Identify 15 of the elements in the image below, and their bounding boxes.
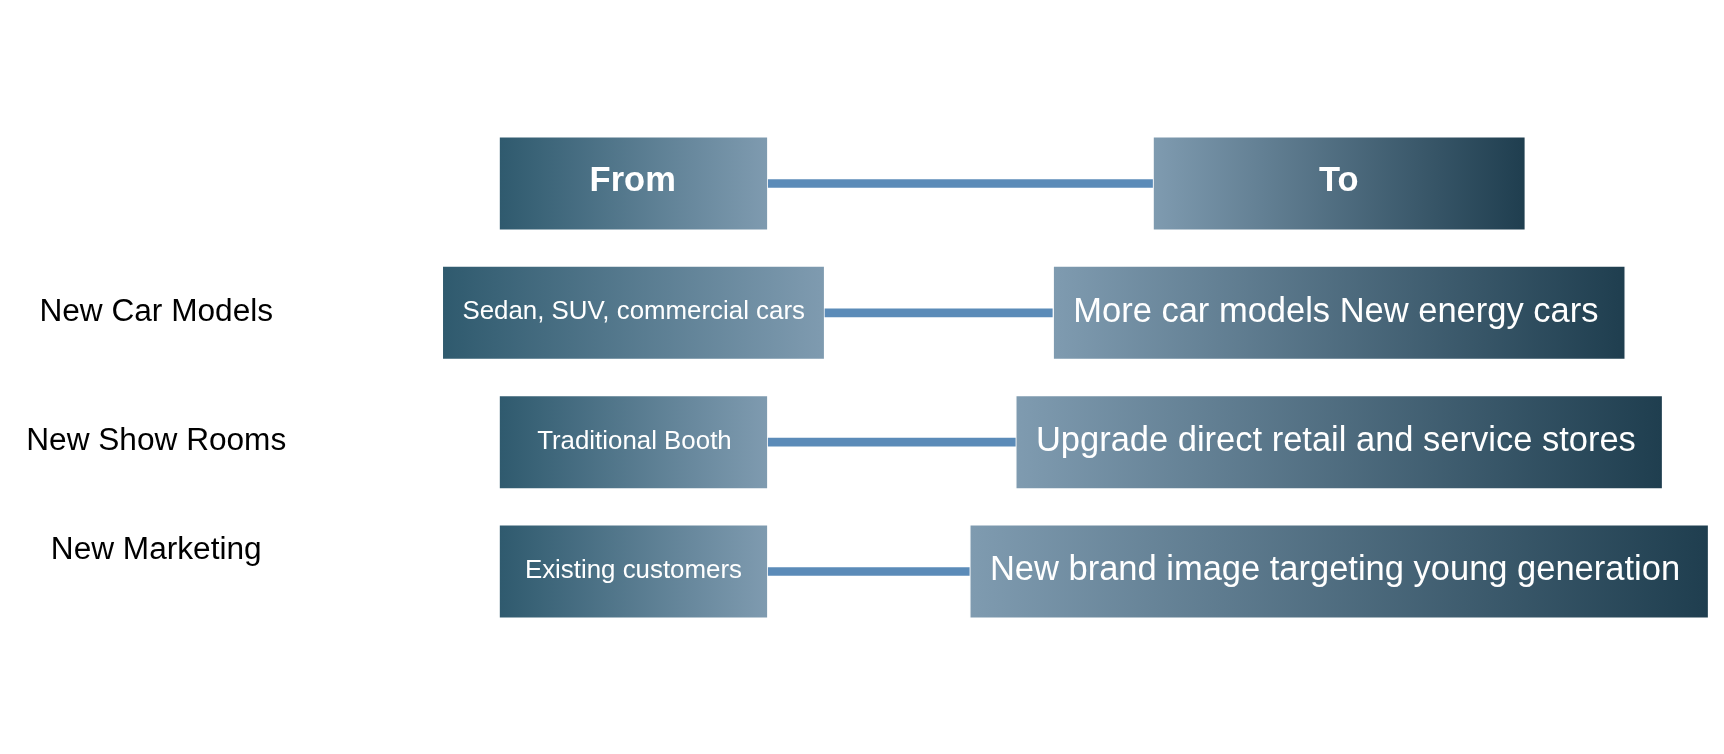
label: New Show Rooms <box>26 420 287 457</box>
node-box: To <box>1152 135 1527 231</box>
connector <box>767 566 970 576</box>
node-box: New brand image targeting young generation <box>969 523 1710 619</box>
node-box: Sedan, SUV, commercial cars <box>441 264 826 360</box>
node-box: From <box>498 135 769 231</box>
connector <box>767 178 1153 188</box>
label: New Marketing <box>50 529 262 566</box>
node-box: More car models New energy cars <box>1052 264 1626 360</box>
connector <box>824 308 1053 317</box>
node-box: Upgrade direct retail and service stores <box>1015 394 1664 490</box>
connector <box>767 437 1016 446</box>
node-box: Traditional Booth <box>498 394 769 490</box>
label: New Car Models <box>39 291 274 328</box>
node-box: Existing customers <box>498 523 769 619</box>
